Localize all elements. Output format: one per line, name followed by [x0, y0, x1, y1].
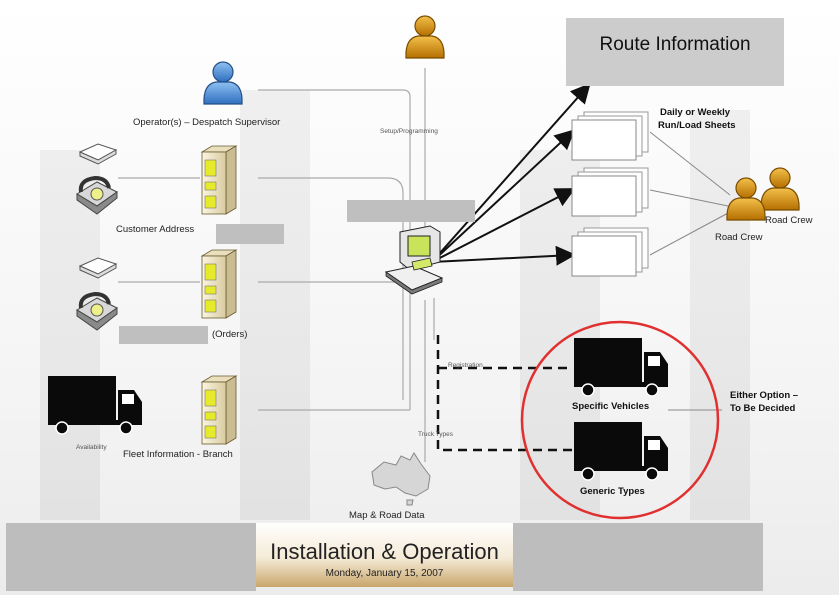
- document-stack-icon: [571, 111, 649, 161]
- server-icon: [201, 249, 237, 319]
- footer-banner: Installation & Operation Monday, January…: [256, 523, 513, 587]
- australia-map-icon: [371, 452, 431, 506]
- background-skyline: [40, 90, 750, 520]
- footer-right-block: [513, 523, 763, 591]
- person-icon: [405, 15, 445, 59]
- either-option-label-line1: Either Option –: [730, 390, 799, 401]
- fleet-information-label: Fleet Information - Branch: [123, 449, 233, 460]
- document-stack-icon: [571, 227, 649, 277]
- server-icon: [201, 375, 237, 445]
- road-crew-back-label: Road Crew: [765, 215, 813, 226]
- daily-weekly-label-line1: Daily or Weekly: [660, 107, 731, 118]
- document-stack-icon: [571, 167, 649, 217]
- person-icon: [203, 61, 243, 105]
- route-information-title: Route Information: [599, 34, 751, 55]
- redacted-block: [216, 224, 284, 244]
- either-option-label-line2: To Be Decided: [730, 403, 796, 414]
- vehicle-connectors: [436, 335, 572, 452]
- crew-connectors: [649, 131, 731, 411]
- map-road-data-label: Map & Road Data: [349, 510, 425, 521]
- truck-icon: [573, 337, 669, 397]
- footer-left-block: [6, 523, 256, 591]
- truck-types-label: Truck Types: [418, 431, 454, 438]
- registration-label: Registration: [448, 362, 483, 369]
- availability-label: Availability: [76, 444, 107, 451]
- specific-vehicles-label: Specific Vehicles: [572, 401, 650, 412]
- orders-label: (Orders): [212, 329, 248, 340]
- truck-icon: [573, 421, 669, 481]
- operator-label: Operator(s) – Despatch Supervisor: [133, 117, 281, 128]
- footer-date: Monday, January 15, 2007: [325, 568, 444, 579]
- computer-icon: [384, 225, 444, 295]
- route-information-box: Route Information: [566, 18, 784, 86]
- setup-label: Setup/Programming: [380, 128, 438, 135]
- output-arrows: [431, 83, 591, 266]
- daily-weekly-label-line2: Run/Load Sheets: [658, 120, 736, 131]
- redacted-block: [119, 326, 208, 344]
- customer-address-label: Customer Address: [116, 224, 195, 235]
- person-icon: [760, 167, 800, 211]
- highlight-circle: [520, 320, 720, 520]
- server-icon: [201, 145, 237, 215]
- source-connectors: [118, 68, 435, 462]
- generic-types-label: Generic Types: [580, 486, 645, 497]
- road-crew-front-label: Road Crew: [715, 232, 763, 243]
- footer-title: Installation & Operation: [270, 539, 499, 564]
- redacted-block: [347, 200, 475, 222]
